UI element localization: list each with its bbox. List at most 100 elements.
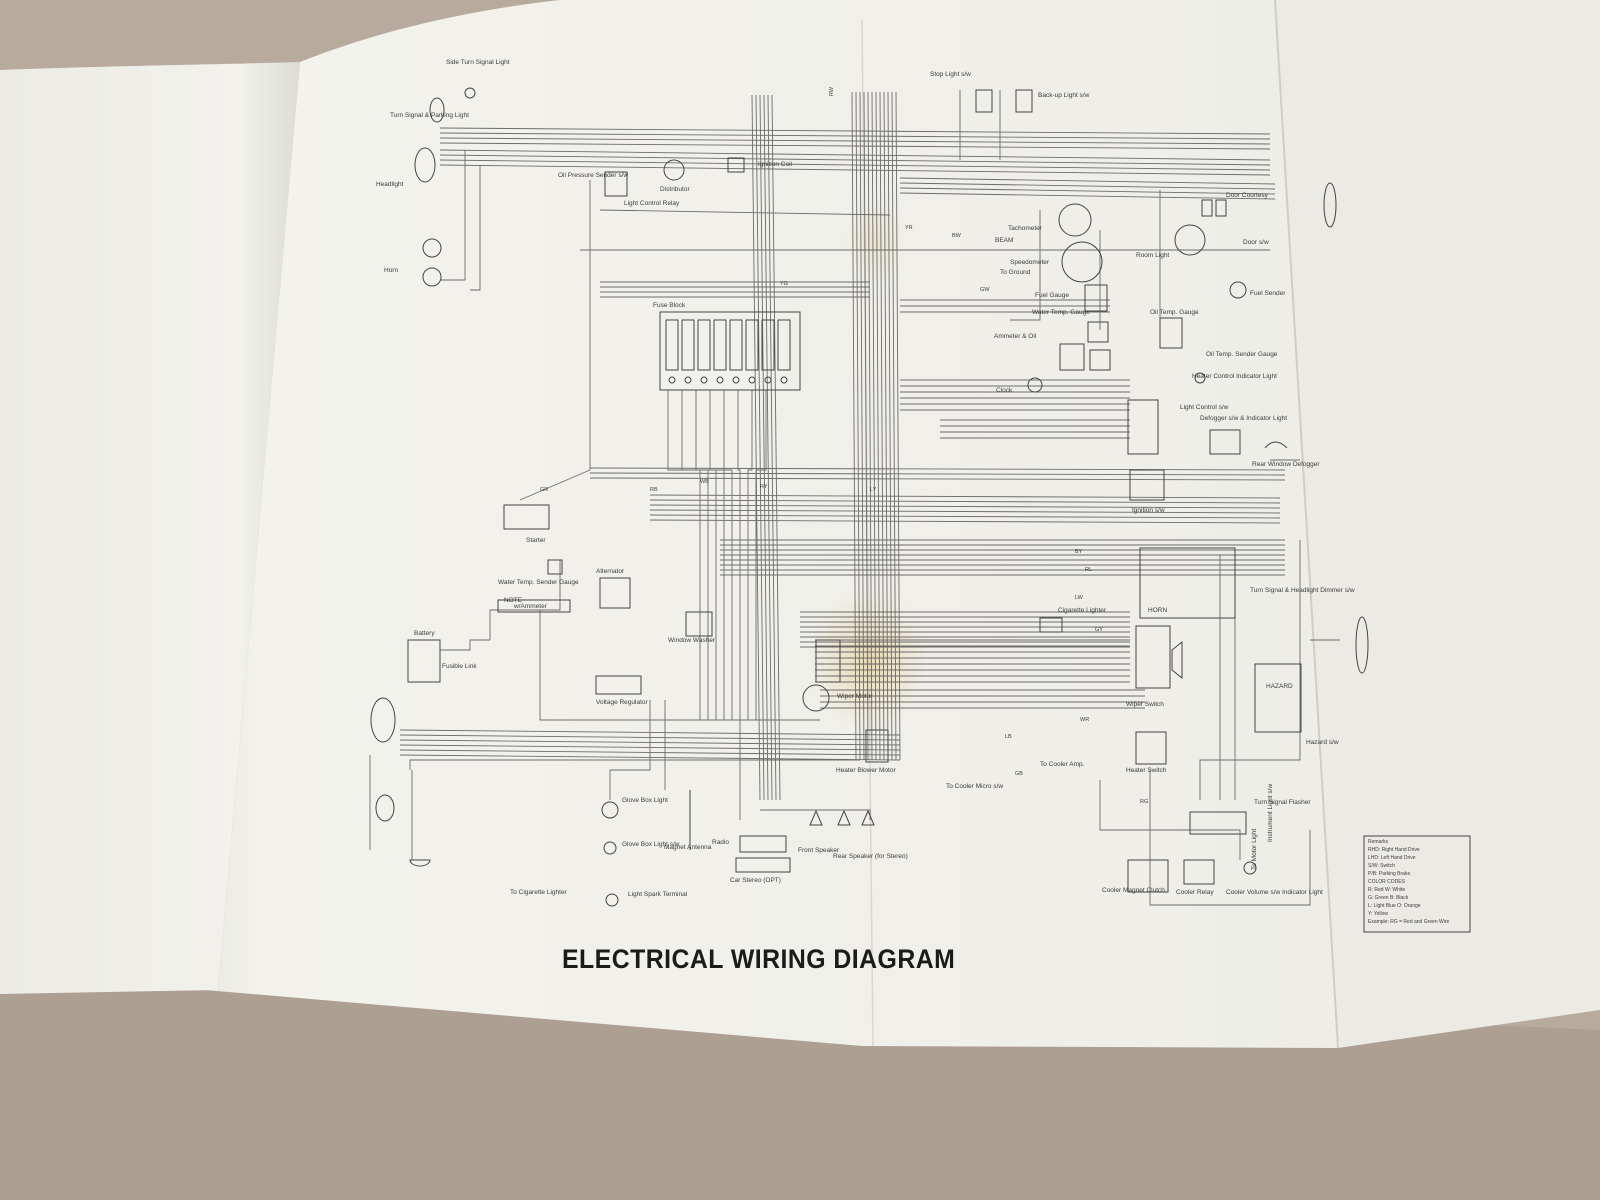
- fuse-terminal: [732, 376, 740, 384]
- wire-code-label: YR: [905, 225, 913, 231]
- trunk-wire: [771, 94, 781, 801]
- label-cooler-volume-sw: Cooler Volume s/w Indicator Light: [1226, 889, 1323, 896]
- label-starter: Starter: [526, 537, 546, 544]
- label-fuel-sender: Fuel Sender: [1250, 290, 1286, 297]
- wire-run: [649, 494, 1281, 499]
- heater-indicator-part: [1194, 372, 1206, 384]
- label-horn: Horn: [384, 267, 399, 274]
- wire-code-label: GY: [1095, 627, 1103, 633]
- legend-line: RHD: Right Hand Drive: [1368, 847, 1420, 853]
- wire: [409, 759, 860, 770]
- wire-code-label: GW: [980, 287, 990, 293]
- label-stop-light-sw: Stop Light s/w: [930, 71, 971, 78]
- wire-run: [649, 519, 1281, 524]
- wire-code-label: RB: [650, 487, 658, 493]
- turn-signal-lamp: [375, 794, 395, 822]
- ignition-coil-part: [727, 157, 745, 173]
- tachometer-part: [1058, 203, 1092, 237]
- label-to-cooler-micro-sw: To Cooler Micro s/w: [946, 783, 1004, 790]
- wire-run: [439, 149, 1271, 161]
- label-door-courtesy: Door Courtesy: [1226, 192, 1268, 199]
- label-cooler-relay: Cooler Relay: [1176, 889, 1214, 896]
- hazard-sw-part: [1254, 663, 1302, 733]
- legend-box: [1363, 835, 1471, 933]
- wire-run: [589, 467, 1286, 471]
- wire-code-label: LY: [870, 487, 877, 493]
- wire: [599, 209, 891, 216]
- radio-part: [739, 835, 787, 853]
- starter-part: [503, 504, 550, 530]
- main-sheet: [205, 0, 1338, 1048]
- wire-run: [899, 187, 1276, 195]
- wiper-motor-part: [802, 684, 830, 712]
- wire-code-label: RG: [1140, 799, 1149, 805]
- label-ignition-sw: Ignition s/w: [1132, 507, 1165, 514]
- label-hazard-sw: Hazard s/w: [1306, 739, 1339, 746]
- legend-line: COLOR CODES: [1368, 879, 1405, 885]
- legend-line: S/W: Switch: [1368, 863, 1395, 869]
- label-tachometer: Tachometer: [1008, 225, 1042, 232]
- fuse-wire: [723, 390, 733, 720]
- wire-run: [439, 127, 1271, 135]
- legend-line: Example: RG = Red and Green Wire: [1368, 919, 1450, 925]
- turn-signal-flasher-part: [1189, 811, 1247, 835]
- fuse-terminal: [716, 376, 724, 384]
- trunk-wire: [863, 91, 869, 761]
- rear-combination-lamp: [1355, 616, 1369, 674]
- distributor-part: [663, 159, 685, 181]
- wire: [1099, 780, 1241, 860]
- trunk-wire: [871, 91, 877, 761]
- fuse: [729, 319, 743, 371]
- wire: [519, 180, 591, 501]
- wiper-switch-part: [1135, 625, 1171, 689]
- horn-part: [422, 238, 442, 258]
- fuse-wire: [737, 390, 741, 720]
- ammeter-part: [1059, 343, 1085, 371]
- glove-box-light-sw-part: [603, 841, 617, 855]
- wire-code-label: BW: [952, 233, 961, 239]
- wire-code-label: RL: [1085, 567, 1093, 573]
- wire-code-label: WR: [1080, 717, 1090, 723]
- ground-lamp: [409, 859, 431, 867]
- label-alternator: Alternator: [596, 568, 625, 575]
- car-stereo-part: [735, 857, 791, 873]
- label-light-control-sw: Light Control s/w: [1180, 404, 1229, 411]
- label-defogger-sw-indicator-light: Defogger s/w & Indicator Light: [1200, 415, 1288, 422]
- label-w-ammeter: w/Ammeter: [514, 603, 547, 610]
- trunk-wire: [891, 91, 897, 761]
- trunk-wire: [895, 91, 901, 761]
- label-heater-control-indicator-light: Heater Control Indicator Light: [1192, 373, 1277, 380]
- room-light-part: [1174, 224, 1206, 256]
- fuel-gauge-part: [1084, 284, 1108, 312]
- label-front-speaker: Front Speaker: [798, 847, 840, 854]
- wire-code-label: WB: [700, 479, 709, 485]
- label-turn-signal-parking-light: Turn Signal & Parking Light: [390, 112, 469, 119]
- label-door-sw: Door s/w: [1243, 239, 1269, 246]
- fuse: [697, 319, 711, 371]
- side-turn-signal-lamp: [464, 87, 476, 99]
- water-temp-gauge-part: [1087, 321, 1109, 343]
- label-oil-temp-sender-gauge: Oil Temp. Sender Gauge: [1206, 351, 1278, 358]
- fuse: [665, 319, 679, 371]
- legend-line: G: Green B: Black: [1368, 895, 1409, 901]
- label-horn-sw: HORN: [1148, 607, 1168, 614]
- rear-speaker-part: [837, 809, 851, 826]
- label-ignition-coil: Ignition Coil: [758, 161, 792, 168]
- wire-run: [439, 164, 1271, 176]
- cigarette-lighter-part: [1039, 617, 1063, 633]
- cooler-magnet-clutch-part: [1127, 859, 1169, 893]
- horn-part: [422, 267, 442, 287]
- label-water-temp-sender-gauge: Water Temp. Sender Gauge: [498, 579, 579, 586]
- label-magnet-antenna: Magnet Antenna: [664, 844, 712, 851]
- wire-code-label: GR: [540, 487, 549, 493]
- trunk-wire: [851, 91, 857, 761]
- label-to-cigarette-lighter: To Cigarette Lighter: [510, 889, 567, 896]
- label-back-up-light-sw: Back-up Light s/w: [1038, 92, 1090, 99]
- fuse: [761, 319, 775, 371]
- legend-line: LHD: Left Hand Drive: [1368, 855, 1416, 861]
- wire-run: [649, 514, 1281, 519]
- label-clock: Clock: [996, 387, 1013, 394]
- label-turn-signal-headlight-dimmer: Turn Signal & Headlight Dimmer s/w: [1250, 587, 1355, 594]
- fuse: [777, 319, 791, 371]
- light-control-sw-part: [1127, 399, 1159, 455]
